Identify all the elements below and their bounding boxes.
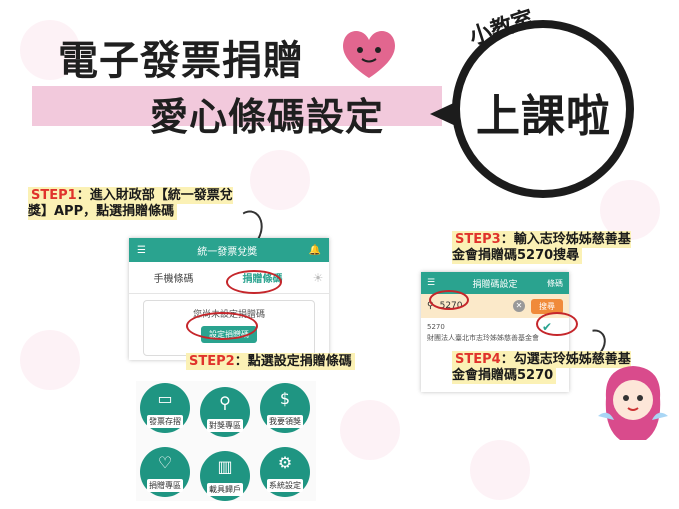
step3-label: STEP3：輸入志玲姊姊慈善基金會捐贈碼5270搜尋	[452, 231, 642, 264]
app-title: 統一發票兌獎	[197, 246, 258, 258]
menu-label: 系統設定	[267, 479, 303, 492]
search-icon: ⚲	[427, 301, 434, 311]
dollar-icon: $	[279, 389, 291, 408]
search-button[interactable]: 搜尋	[531, 298, 563, 314]
result-code: 5270	[427, 323, 445, 331]
menu-carrier[interactable]: ▥ 載具歸戶	[200, 451, 250, 501]
step4-number: STEP4	[455, 352, 501, 367]
background-mascot	[20, 330, 80, 390]
menu-icon[interactable]: ☰	[137, 244, 146, 256]
title-band	[32, 86, 442, 126]
step1-label: STEP1：進入財政部【統一發票兌獎】APP，點選捐贈條碼	[28, 187, 240, 220]
menu-claim-prize[interactable]: $ 我要領獎	[260, 383, 310, 433]
menu-label: 載具歸戶	[207, 483, 243, 496]
step3-number: STEP3	[455, 232, 501, 247]
app-menu-grid: ▭ 發票存摺 ⚲ 對獎專區 $ 我要領獎 ♡ 捐贈專區 ▥ 載具歸戶 ⚙ 系統設…	[136, 381, 316, 501]
menu-invoice-book[interactable]: ▭ 發票存摺	[140, 383, 190, 433]
gear-icon: ⚙	[277, 453, 293, 472]
background-mascot	[340, 400, 400, 460]
brightness-icon[interactable]: ☀	[312, 270, 324, 285]
barcode-icon: ▥	[217, 457, 233, 476]
menu-prize-check[interactable]: ⚲ 對獎專區	[200, 387, 250, 437]
badge-big-text: 上課啦	[476, 91, 611, 142]
menu-label: 發票存摺	[147, 415, 183, 428]
app-topbar: ☰ 捐贈碼設定 條碼	[421, 272, 569, 294]
page-title-line1: 電子發票捐贈	[58, 38, 304, 84]
background-mascot	[470, 440, 530, 500]
step3-text: ：輸入志玲姊姊慈善基金會捐贈碼5270搜尋	[452, 232, 631, 263]
menu-icon[interactable]: ☰	[427, 278, 436, 288]
speech-bubble	[452, 20, 634, 198]
step4-label: STEP4：勾選志玲姊姊慈善基金會捐贈碼5270	[452, 351, 632, 384]
background-mascot	[600, 180, 660, 240]
card-icon: ▭	[157, 389, 173, 408]
app-title: 捐贈碼設定	[472, 279, 518, 290]
step4-text: ：勾選志玲姊姊慈善基金會捐贈碼5270	[452, 352, 631, 383]
barcode-link[interactable]: 條碼	[547, 278, 563, 288]
menu-settings[interactable]: ⚙ 系統設定	[260, 447, 310, 497]
app-topbar: ☰ 統一發票兌獎 🔔	[129, 238, 329, 262]
clear-icon[interactable]: ✕	[513, 300, 525, 312]
step2-label: STEP2：點選設定捐贈條碼	[186, 353, 355, 370]
step1-number: STEP1	[31, 188, 77, 203]
step2-text: ：點選設定捐贈條碼	[234, 354, 352, 369]
heart-icon: ♡	[157, 453, 173, 472]
background-mascot	[20, 20, 80, 80]
search-result[interactable]: 5270 財團法人臺北市志玲姊姊慈善基金會	[421, 318, 569, 348]
heart-icon	[343, 31, 395, 78]
highlight-ring	[536, 312, 578, 336]
bell-icon[interactable]: 🔔	[308, 244, 321, 256]
background-mascot	[250, 150, 310, 210]
result-name: 財團法人臺北市志玲姊姊慈善基金會	[427, 334, 539, 342]
menu-label: 對獎專區	[207, 419, 243, 432]
highlight-ring	[226, 270, 282, 294]
mascot-illustration	[598, 366, 668, 440]
menu-label: 我要領獎	[267, 415, 303, 428]
highlight-ring	[186, 312, 258, 340]
step2-number: STEP2	[189, 354, 235, 369]
tab-mobile-barcode[interactable]: 手機條碼	[153, 274, 194, 285]
highlight-ring	[429, 290, 469, 310]
menu-donation[interactable]: ♡ 捐贈專區	[140, 447, 190, 497]
step1-text: ：進入財政部【統一發票兌獎】APP，點選捐贈條碼	[28, 188, 233, 219]
menu-label: 捐贈專區	[147, 479, 183, 492]
app-screen-invoice: ☰ 統一發票兌獎 🔔 手機條碼 捐贈條碼 ☀ 您尚未設定捐贈碼 設定捐贈碼	[129, 238, 329, 360]
page-title-line2: 愛心條碼設定	[150, 95, 385, 139]
search-icon: ⚲	[219, 393, 231, 412]
